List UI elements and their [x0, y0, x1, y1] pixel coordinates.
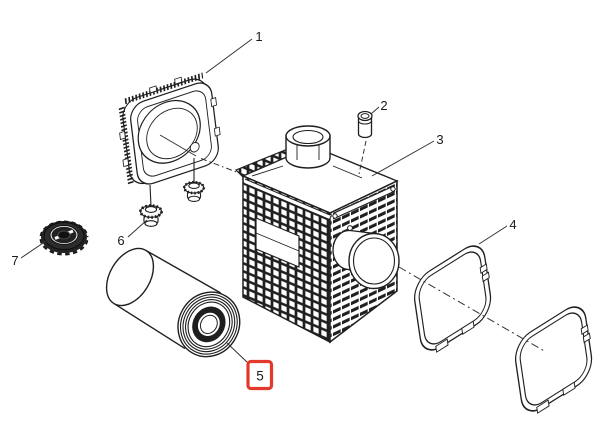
callout-7-label[interactable]: 7	[11, 253, 18, 268]
body-label-window	[255, 217, 300, 268]
callout-2[interactable]: 2	[370, 98, 388, 115]
callout-5-label[interactable]: 5	[256, 369, 264, 384]
assembly-axis-lines	[159, 134, 547, 353]
callout-3[interactable]: 3	[371, 132, 444, 177]
part-housing-body	[234, 125, 400, 344]
body-intake-stub	[251, 125, 363, 179]
body-outlet-tube	[332, 225, 400, 290]
callout-3-label[interactable]: 3	[436, 132, 443, 147]
callout-7[interactable]: 7	[11, 240, 47, 268]
highlight-box[interactable]	[246, 359, 274, 391]
callout-1-label[interactable]: 1	[255, 29, 262, 44]
part-cover	[118, 72, 221, 185]
grommet-upper	[182, 180, 206, 203]
cover-rib-band-left	[118, 106, 134, 185]
part-cap	[38, 218, 90, 256]
part-bolt	[357, 110, 373, 139]
filter-end-cap	[105, 247, 155, 307]
part-grommets	[139, 158, 206, 228]
cover-rib-band-top	[124, 72, 204, 105]
callout-5-highlighted[interactable]: 5	[226, 342, 274, 391]
callout-4-label[interactable]: 4	[509, 217, 516, 232]
callout-4[interactable]: 4	[478, 217, 517, 245]
callout-6[interactable]: 6	[117, 219, 148, 248]
callout-1[interactable]: 1	[205, 29, 263, 74]
callout-6-label[interactable]: 6	[117, 233, 124, 248]
cover-opening	[137, 99, 201, 164]
part-filter-element	[105, 247, 241, 358]
part-seal-frame-rear	[512, 297, 597, 423]
callout-2-label[interactable]: 2	[380, 98, 387, 113]
filter-seal-rings	[177, 291, 241, 358]
